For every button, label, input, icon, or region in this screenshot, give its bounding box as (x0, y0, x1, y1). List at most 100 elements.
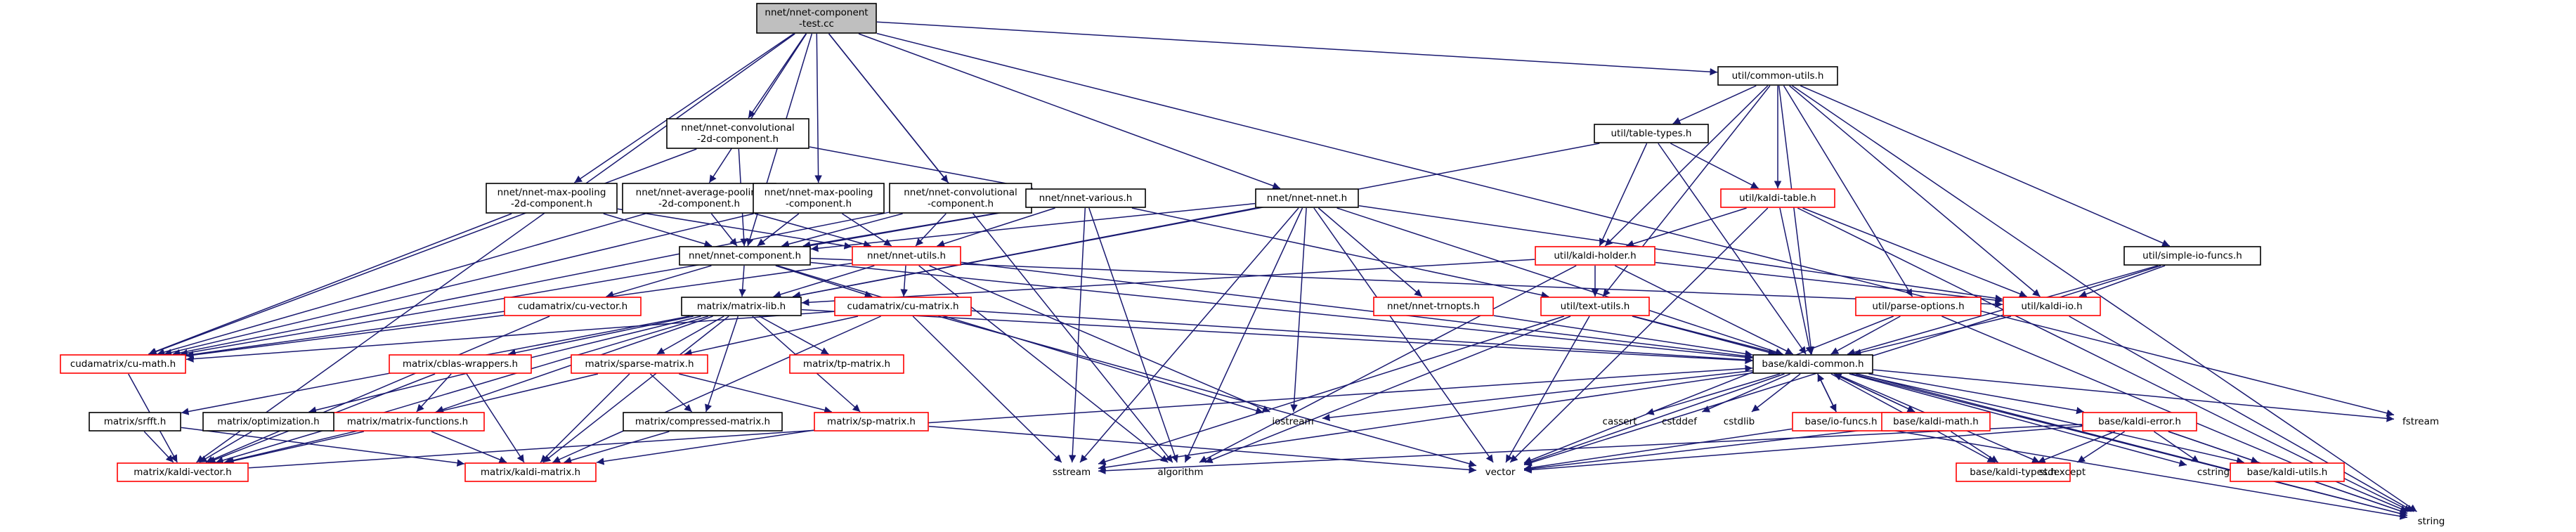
edge-kaldi-common-to-iostream (1322, 370, 1753, 422)
node-label: util/table-types.h (1611, 128, 1691, 139)
node-label: util/simple-io-funcs.h (2142, 250, 2242, 261)
edge-cu-matrix-to-kaldi-common (971, 310, 1753, 364)
node-box (679, 246, 811, 266)
node-sstream: sstream (1053, 467, 1091, 478)
edge-kaldi-math-to-vector (1523, 427, 1882, 473)
node-label: base/kaldi-error.h (2098, 416, 2181, 427)
node-box (814, 412, 929, 432)
edge-various-to-algorithm (1088, 207, 1178, 463)
edge-root-to-fstream (876, 32, 2395, 417)
edge-avgpool2d-to-nnet-component (710, 213, 738, 247)
node-parse-options[interactable]: util/parse-options.h (1855, 297, 1982, 316)
node-cstdlib: cstdlib (1724, 416, 1755, 427)
node-box (756, 3, 877, 34)
node-label: nnet/nnet-nnet.h (1267, 193, 1347, 204)
edge-nnet-nnet-to-trnopts (1318, 207, 1423, 297)
node-sparse[interactable]: matrix/sparse-matrix.h (571, 354, 708, 374)
node-nnet-utils[interactable]: nnet/nnet-utils.h (852, 246, 961, 266)
node-matrix-lib[interactable]: matrix/matrix-lib.h (681, 297, 802, 316)
node-box (1752, 354, 1873, 374)
node-label: matrix/optimization.h (217, 416, 319, 427)
node-tp-matrix[interactable]: matrix/tp-matrix.h (789, 354, 904, 374)
node-kaldi-math[interactable]: base/kaldi-math.h (1881, 412, 1991, 432)
node-compressed[interactable]: matrix/compressed-matrix.h (623, 412, 783, 432)
node-kaldi-vector[interactable]: matrix/kaldi-vector.h (117, 462, 249, 482)
edge-various-to-nnet-utils (937, 207, 1055, 247)
edge-root-to-maxpool2d (573, 33, 795, 183)
node-iostream: iostream (1272, 416, 1313, 427)
edge-root-to-avgpool2d (708, 33, 807, 183)
node-matrix-functions[interactable]: matrix/matrix-functions.h (330, 412, 485, 432)
edge-nnet-nnet-to-sstream (1079, 207, 1299, 463)
node-io-funcs[interactable]: base/io-funcs.h (1792, 412, 1890, 432)
edge-text-utils-to-algorithm (1204, 316, 1571, 463)
node-box (753, 183, 885, 214)
edge-text-utils-to-vector (1505, 316, 1590, 463)
node-label: base/kaldi-common.h (1762, 358, 1863, 370)
node-conv2d[interactable]: nnet/nnet-convolutional-2d-component.h (666, 118, 809, 149)
edge-text-utils-to-sstream (1098, 316, 1565, 465)
edge-common-utils-to-string (1792, 85, 2417, 512)
node-srfft[interactable]: matrix/srfft.h (89, 412, 181, 432)
node-kaldi-table[interactable]: util/kaldi-table.h (1720, 188, 1835, 208)
node-label: base/io-funcs.h (1804, 416, 1877, 427)
node-cblas[interactable]: matrix/cblas-wrappers.h (389, 354, 532, 374)
node-avgpool2d[interactable]: nnet/nnet-average-pooling-2d-component.h (622, 183, 776, 214)
edge-maxpool-to-nnet-utils (842, 213, 892, 247)
node-label: cstddef (1662, 416, 1698, 427)
node-label: nnet/nnet-various.h (1039, 193, 1133, 204)
node-label: iostream (1272, 416, 1313, 427)
node-box (2230, 462, 2345, 482)
edge-sparse-to-sp-matrix (679, 373, 832, 414)
node-label: nnet/nnet-convolutional (904, 187, 1017, 198)
edge-kaldi-io-to-kaldi-common (1853, 316, 2012, 356)
node-table-types[interactable]: util/table-types.h (1594, 124, 1709, 143)
edge-common-utils-to-kaldi-common (1778, 85, 1815, 355)
node-kaldi-holder[interactable]: util/kaldi-holder.h (1535, 246, 1655, 266)
node-box (1881, 412, 1991, 432)
edge-nnet-utils-to-iostream (929, 265, 1270, 413)
node-trnopts[interactable]: nnet/nnet-trnopts.h (1373, 297, 1494, 316)
node-label: base/kaldi-utils.h (2247, 467, 2328, 478)
node-sp-matrix[interactable]: matrix/sp-matrix.h (814, 412, 929, 432)
node-box (1540, 297, 1650, 316)
node-box (389, 354, 532, 374)
edge-kaldi-math-to-kaldi-types (1950, 431, 1999, 463)
node-box (1255, 188, 1359, 208)
node-common-utils[interactable]: util/common-utils.h (1717, 66, 1838, 86)
edge-kaldi-common-to-sstream (1098, 372, 1753, 472)
node-cu-math[interactable]: cudamatrix/cu-math.h (60, 354, 186, 374)
node-kaldi-common[interactable]: base/kaldi-common.h (1752, 354, 1873, 374)
node-box (1717, 66, 1838, 86)
node-box (623, 412, 783, 432)
node-kaldi-error[interactable]: base/kaldi-error.h (2082, 412, 2197, 432)
edge-kaldi-error-to-cstring (2153, 431, 2200, 463)
node-maxpool[interactable]: nnet/nnet-max-pooling-component.h (753, 183, 885, 214)
node-kaldi-types[interactable]: base/kaldi-types.h (1956, 462, 2071, 482)
edge-parse-options-to-vector (1523, 316, 1894, 464)
edge-kaldi-error-to-vector (1523, 425, 2083, 474)
node-simple-io[interactable]: util/simple-io-funcs.h (2123, 246, 2261, 266)
edge-parse-options-to-kaldi-common (1830, 316, 1901, 355)
node-maxpool2d[interactable]: nnet/nnet-max-pooling-2d-component.h (486, 183, 618, 214)
edge-kaldi-common-to-fstream (1873, 369, 2395, 422)
node-nnet-nnet[interactable]: nnet/nnet-nnet.h (1255, 188, 1359, 208)
node-cu-vector[interactable]: cudamatrix/cu-vector.h (504, 297, 642, 316)
node-kaldi-io[interactable]: util/kaldi-io.h (2003, 297, 2101, 316)
node-label: matrix/tp-matrix.h (803, 358, 890, 370)
node-box (60, 354, 186, 374)
node-label: sstream (1053, 467, 1091, 478)
node-kaldi-utils[interactable]: base/kaldi-utils.h (2230, 462, 2345, 482)
node-text-utils[interactable]: util/text-utils.h (1540, 297, 1650, 316)
edge-table-types-to-kaldi-common (1658, 143, 1807, 355)
node-nnet-component[interactable]: nnet/nnet-component.h (679, 246, 811, 266)
node-various[interactable]: nnet/nnet-various.h (1025, 188, 1146, 208)
node-optimization[interactable]: matrix/optimization.h (202, 412, 334, 432)
node-kaldi-matrix[interactable]: matrix/kaldi-matrix.h (464, 462, 597, 482)
edge-cu-vector-to-cu-math (186, 314, 505, 359)
node-conv[interactable]: nnet/nnet-convolutional-component.h (889, 183, 1032, 214)
node-cu-matrix[interactable]: cudamatrix/cu-matrix.h (834, 297, 972, 316)
edge-nnet-utils-to-matrix-lib (773, 265, 875, 298)
edge-sp-matrix-to-vector (928, 425, 1477, 474)
node-label: util/kaldi-holder.h (1554, 250, 1636, 261)
